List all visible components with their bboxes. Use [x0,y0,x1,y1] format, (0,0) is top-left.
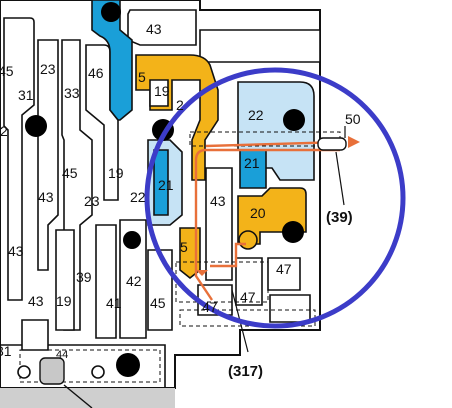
channel [205,167,233,281]
dashed-outline [175,261,269,303]
channel [149,79,169,107]
label-43: 43 [146,21,162,37]
bolt-hole [101,2,121,22]
bolt-hole [116,353,140,377]
yellow-valve-port [238,230,258,250]
label-39: 39 [76,269,92,285]
label-47-a: 47 [276,261,292,277]
flow-arrowhead [348,136,360,148]
label-45-bot: 45 [150,295,166,311]
channel [127,9,197,46]
channel [119,219,147,339]
label-41: 41 [106,295,122,311]
label-5-low: 5 [180,239,188,255]
blue-channel-upper [91,0,133,121]
dashed-outline [19,349,161,383]
label-44: 44 [56,349,68,361]
port-circle [91,365,105,379]
label-21-left: 21 [158,177,174,193]
label-21-right: 21 [244,155,260,171]
bolt-hole [123,231,141,249]
channel [3,17,35,301]
label-42: 42 [126,273,142,289]
channel [269,294,311,323]
channel [55,229,75,331]
flow-arrow-path [194,148,340,301]
callout-39: (39) [326,209,353,226]
flow-arrowhead-left [196,270,208,276]
label-47-c: 47 [202,299,218,315]
bolt-hole [283,109,305,131]
callout-317: (317) [228,363,263,380]
label-19: 19 [154,83,170,99]
label-19-bot: 19 [56,293,72,309]
port-circle [17,365,31,379]
label-46: 46 [88,65,104,81]
label-43-mid: 43 [210,193,226,209]
gray-plug-44 [39,357,65,385]
channel [21,319,49,351]
highlight-circle [144,67,406,329]
label-22: 22 [248,107,264,123]
leader-line-39 [335,151,345,206]
channel [199,29,321,63]
label-43-bot: 43 [28,293,44,309]
label-45: 45 [0,63,14,79]
flow-arrow-branch [210,242,246,268]
check-ball-tube [317,137,347,151]
label-43-low: 43 [8,243,24,259]
channel [267,257,301,291]
label-31-left: 31 [0,343,12,359]
label-2: 2 [176,97,184,113]
label-23-mid: 23 [84,193,100,209]
label-45-mid: 45 [62,165,78,181]
label-31: 31 [18,87,34,103]
label-5: 5 [138,69,146,85]
label-22-mid: 22 [130,189,146,205]
bolt-hole [282,221,304,243]
label-19-mid: 19 [108,165,124,181]
label-47-b: 47 [240,289,256,305]
bolt-hole [25,115,47,137]
label-23: 23 [40,61,56,77]
channel [95,224,117,339]
casting-lower-ledge [0,344,166,388]
leader-line-44 [63,384,93,408]
label-43-left: 43 [38,189,54,205]
channel [147,249,173,331]
label-2-left: 2 [0,123,8,139]
label-50: 50 [345,111,361,127]
channel [37,39,59,271]
gray-base-strip [0,388,175,408]
channel [235,257,263,306]
label-20: 20 [250,205,266,221]
label-33: 33 [64,85,80,101]
blue-channel-21-left [153,149,169,216]
